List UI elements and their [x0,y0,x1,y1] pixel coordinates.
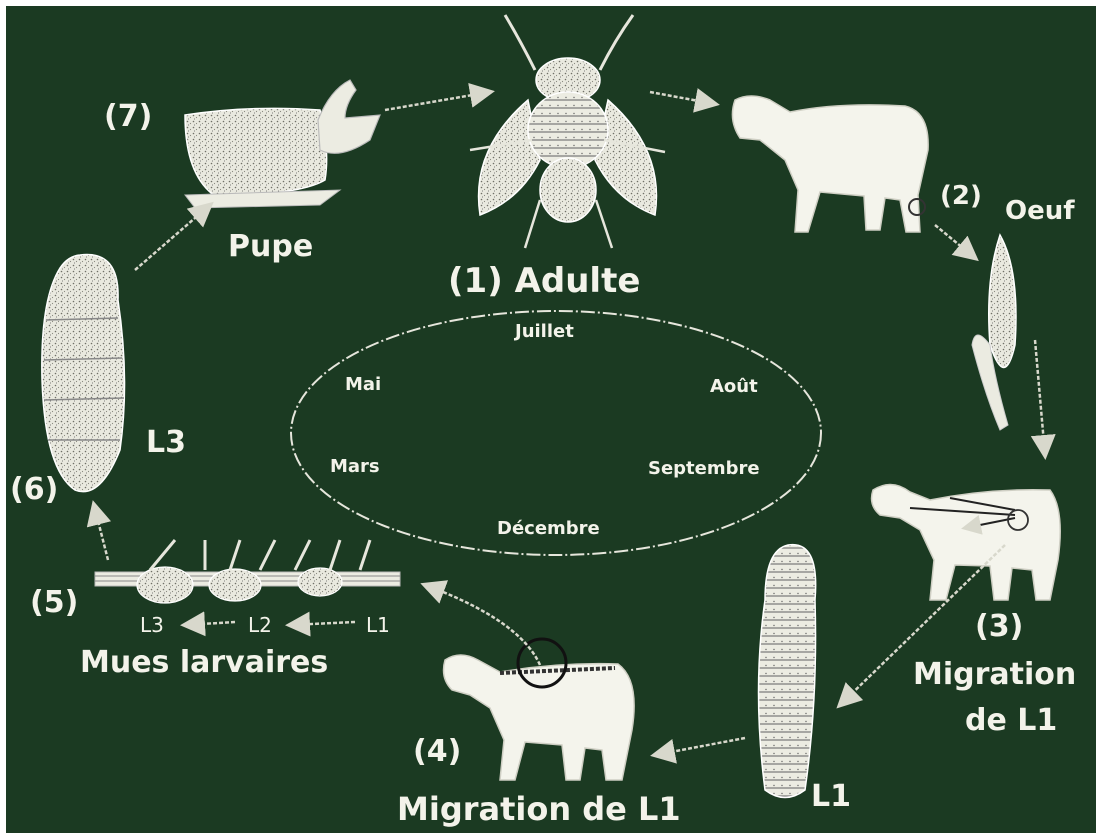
l3-stage-number: (6) [10,475,58,505]
l1-larva-drawing [759,545,816,798]
migration4-label: Migration de L1 [397,793,681,825]
cow-back-drawing [444,639,635,780]
l1-larva-label: L1 [811,782,851,812]
molt-l3-label: L3 [140,615,164,635]
pupa-stage-number: (7) [104,102,152,132]
molt-l2-label: L2 [248,615,272,635]
migration4-stage-number: (4) [413,737,461,767]
adult-fly-drawing [470,15,665,248]
molt-l1-label: L1 [366,615,390,635]
migration3-label-line1: Migration [913,660,1076,690]
month-top: Juillet [515,323,574,341]
month-lower-left: Mars [330,458,380,476]
month-bottom: Décembre [497,520,600,538]
pupa-label: Pupe [228,232,313,262]
migration3-label-line2: de L1 [965,706,1057,736]
month-lower-right: Septembre [648,460,760,478]
molts-stage-number: (5) [30,588,78,618]
molts-strip-drawing [95,540,400,603]
cow-egg-host-drawing [732,96,928,232]
egg-label: Oeuf [1005,198,1075,224]
month-upper-left: Mai [345,376,381,394]
egg-drawing [972,235,1016,430]
l3-larva-label: L3 [146,428,186,458]
l3-larva-drawing [42,255,125,492]
month-upper-right: Août [710,378,758,396]
adult-label: (1) Adulte [448,264,640,298]
migration3-stage-number: (3) [975,612,1023,642]
pupa-drawing [185,80,380,208]
egg-stage-number: (2) [940,183,982,209]
molts-label: Mues larvaires [80,648,328,678]
